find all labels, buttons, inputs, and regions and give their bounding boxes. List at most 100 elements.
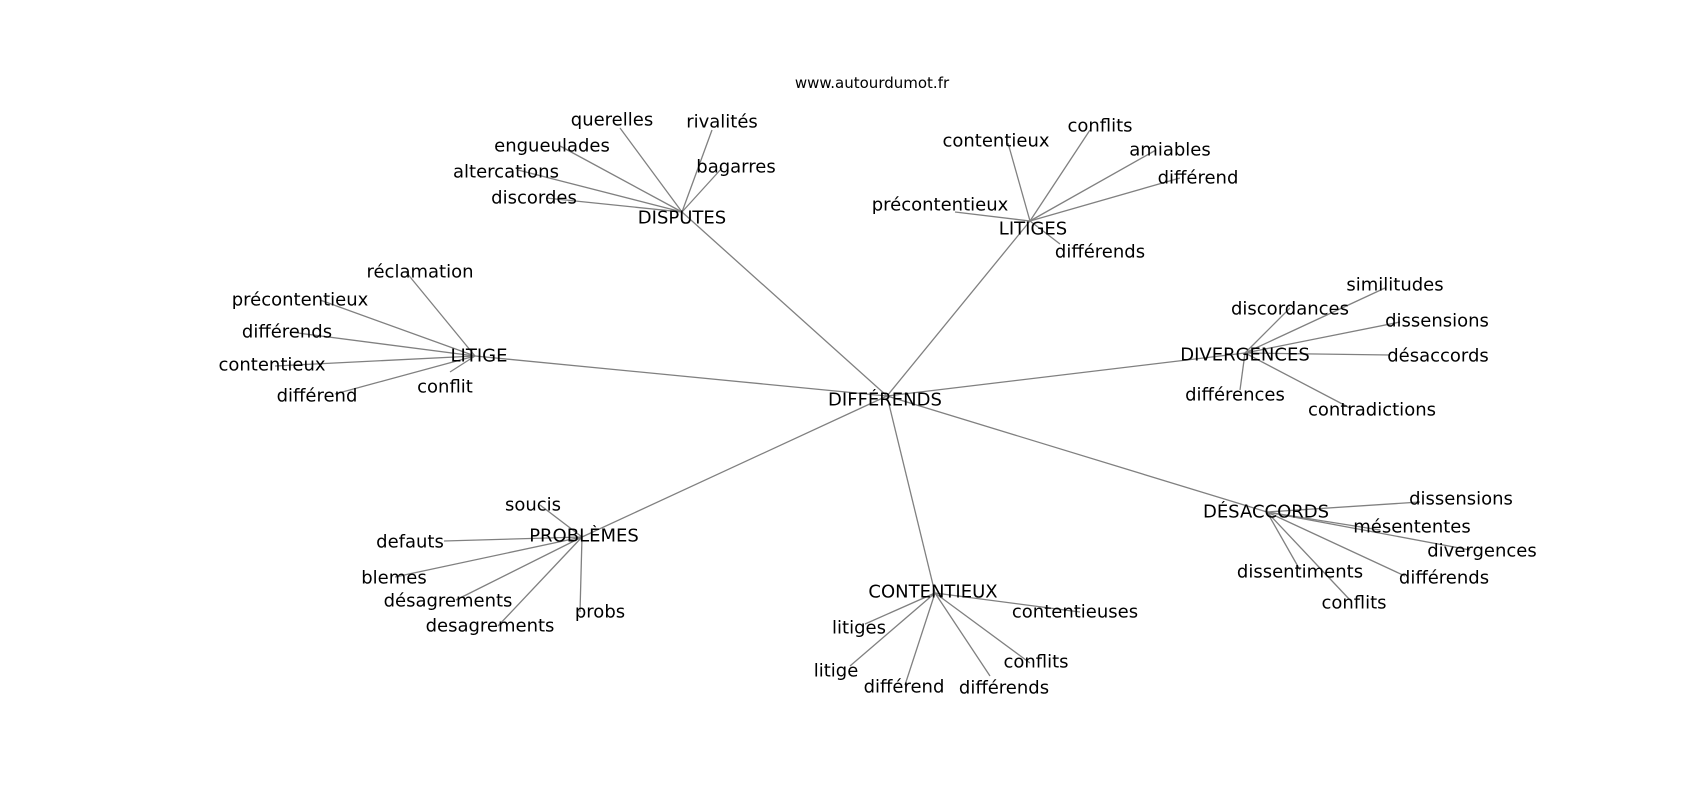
cluster-node-contentieux[interactable]: CONTENTIEUX: [868, 582, 997, 603]
leaf-node-desaccords-conflits[interactable]: conflits: [1321, 593, 1386, 614]
leaf-node-litiges-differend[interactable]: différend: [1158, 168, 1239, 189]
edge-desaccords-conflits: [1266, 511, 1351, 601]
leaf-node-problemes-blemes[interactable]: blemes: [361, 568, 427, 589]
leaf-node-litiges-contentieux[interactable]: contentieux: [942, 131, 1049, 152]
edge-divergences-contradictions: [1244, 352, 1351, 409]
edge-litige-reclamation: [405, 271, 476, 357]
edge-divergences-desaccords: [1244, 352, 1391, 356]
cluster-node-divergences[interactable]: DIVERGENCES: [1180, 345, 1310, 366]
leaf-node-litige-contentieux[interactable]: contentieux: [218, 355, 325, 376]
cluster-node-problemes[interactable]: PROBLÈMES: [529, 525, 639, 547]
leaf-node-contentieux-differend[interactable]: différend: [864, 677, 945, 698]
edge-litige-precontentieux: [319, 299, 476, 357]
leaf-node-disputes-bagarres[interactable]: bagarres: [696, 157, 775, 178]
edge-problemes-probs: [579, 536, 583, 613]
edge-desaccords-dissentiments: [1266, 511, 1301, 571]
edge-divergences-similitudes: [1244, 287, 1386, 354]
leaf-node-contentieux-litiges[interactable]: litiges: [832, 618, 886, 639]
edge-litige-contentieux: [274, 355, 476, 367]
edge-contentieux-differends: [934, 592, 991, 677]
leaf-node-contentieux-differends[interactable]: différends: [959, 678, 1049, 699]
leaf-node-litige-precontentieux[interactable]: précontentieux: [232, 290, 369, 311]
leaf-node-desaccords-dissensions[interactable]: dissensions: [1409, 489, 1513, 510]
leaf-node-disputes-rivalites[interactable]: rivalités: [686, 112, 758, 133]
edge-center-disputes: [681, 211, 888, 397]
leaf-node-problemes-soucis[interactable]: soucis: [505, 495, 561, 516]
leaf-node-divergences-desaccords[interactable]: désaccords: [1387, 346, 1489, 367]
leaf-node-litiges-precontentieux[interactable]: précontentieux: [872, 195, 1009, 216]
cluster-node-desaccords[interactable]: DÉSACCORDS: [1203, 501, 1329, 523]
leaf-node-desaccords-differends[interactable]: différends: [1399, 568, 1489, 589]
leaf-node-problemes-desagrements-accent[interactable]: désagrements: [384, 591, 513, 612]
edge-disputes-querelles: [619, 127, 683, 213]
edge-center-desaccords: [886, 395, 1268, 513]
edge-divergences-dissensions: [1244, 321, 1401, 354]
edge-contentieux-conflits: [934, 592, 1031, 664]
leaf-node-disputes-altercations[interactable]: altercations: [453, 162, 559, 183]
leaf-node-contentieux-conflits[interactable]: conflits: [1003, 652, 1068, 673]
edge-center-problemes: [581, 395, 888, 538]
edge-contentieux-litiges: [864, 592, 936, 625]
leaf-node-desaccords-dissentiments[interactable]: dissentiments: [1237, 562, 1363, 583]
edge-litiges-differends: [1029, 220, 1061, 245]
edge-litige-conflit: [449, 355, 476, 373]
cluster-node-litige[interactable]: LITIGE: [451, 346, 508, 367]
edges-layer: [274, 127, 1471, 686]
edge-disputes-rivalites: [681, 129, 713, 213]
leaf-node-problemes-desagrements[interactable]: desagrements: [426, 616, 555, 637]
leaf-node-desaccords-mesententes[interactable]: mésententes: [1353, 517, 1471, 538]
leaf-node-divergences-similitudes[interactable]: similitudes: [1346, 275, 1443, 296]
leaf-node-litiges-amiables[interactable]: amiables: [1129, 140, 1210, 161]
leaf-node-litige-differend[interactable]: différend: [277, 386, 358, 407]
edge-litige-differend: [334, 355, 476, 395]
leaf-node-disputes-discordes[interactable]: discordes: [491, 188, 577, 209]
leaf-node-problemes-defauts[interactable]: defauts: [376, 532, 444, 553]
leaf-node-divergences-dissensions[interactable]: dissensions: [1385, 311, 1489, 332]
edge-litige-differends: [289, 331, 476, 357]
edge-contentieux-litige: [849, 592, 936, 667]
edge-litiges-differend: [1029, 177, 1181, 222]
leaf-node-litiges-differends[interactable]: différends: [1055, 242, 1145, 263]
edge-center-divergences: [886, 352, 1246, 397]
site-title: www.autourdumot.fr: [795, 74, 950, 92]
edge-center-litige: [474, 355, 888, 397]
edge-desaccords-dissensions: [1266, 501, 1421, 513]
edge-center-contentieux: [886, 395, 936, 594]
leaf-node-litige-differends[interactable]: différends: [242, 322, 332, 343]
edge-disputes-engueulades: [559, 145, 683, 213]
edge-center-litiges: [886, 220, 1031, 397]
leaf-node-divergences-contradictions[interactable]: contradictions: [1308, 400, 1436, 421]
leaf-node-litige-reclamation[interactable]: réclamation: [366, 262, 473, 283]
edge-desaccords-divergences: [1266, 511, 1471, 551]
edge-problemes-defauts: [443, 536, 583, 542]
edge-problemes-blemes: [394, 536, 583, 578]
leaf-node-divergences-differences[interactable]: différences: [1185, 385, 1285, 406]
edge-divergences-discordances: [1244, 307, 1291, 354]
leaf-node-disputes-engueulades[interactable]: engueulades: [494, 136, 610, 157]
edge-litiges-amiables: [1029, 149, 1157, 222]
center-node-label[interactable]: DIFFÉRENDS: [828, 389, 942, 411]
edge-problemes-desagrements: [497, 536, 583, 627]
cluster-node-litiges[interactable]: LITIGES: [999, 219, 1067, 240]
nodes-layer: DIFFÉRENDS DISPUTES querelles rivalités engu…: [218, 110, 1536, 699]
edge-disputes-altercations: [517, 169, 683, 213]
leaf-node-desaccords-divergences[interactable]: divergences: [1427, 541, 1537, 562]
leaf-node-contentieux-contentieuses[interactable]: contentieuses: [1012, 602, 1138, 623]
leaf-node-contentieux-litige[interactable]: litige: [814, 661, 859, 682]
edge-desaccords-differends: [1266, 511, 1406, 577]
edge-divergences-differences: [1239, 352, 1246, 391]
leaf-node-litiges-conflits[interactable]: conflits: [1067, 116, 1132, 137]
leaf-node-divergences-discordances[interactable]: discordances: [1231, 299, 1349, 320]
edge-contentieux-contentieuses: [934, 592, 1081, 613]
edge-disputes-bagarres: [681, 167, 723, 213]
edge-problemes-soucis: [539, 504, 583, 538]
leaf-node-problemes-probs[interactable]: probs: [575, 602, 625, 623]
edge-problemes-desagrements-accent: [455, 536, 583, 601]
edge-disputes-discordes: [545, 197, 683, 213]
edge-litiges-contentieux: [1007, 142, 1031, 222]
leaf-node-litige-conflit[interactable]: conflit: [417, 377, 473, 398]
cluster-node-disputes[interactable]: DISPUTES: [638, 208, 726, 229]
leaf-node-disputes-querelles[interactable]: querelles: [571, 110, 653, 131]
edge-litiges-precontentieux: [954, 211, 1031, 222]
